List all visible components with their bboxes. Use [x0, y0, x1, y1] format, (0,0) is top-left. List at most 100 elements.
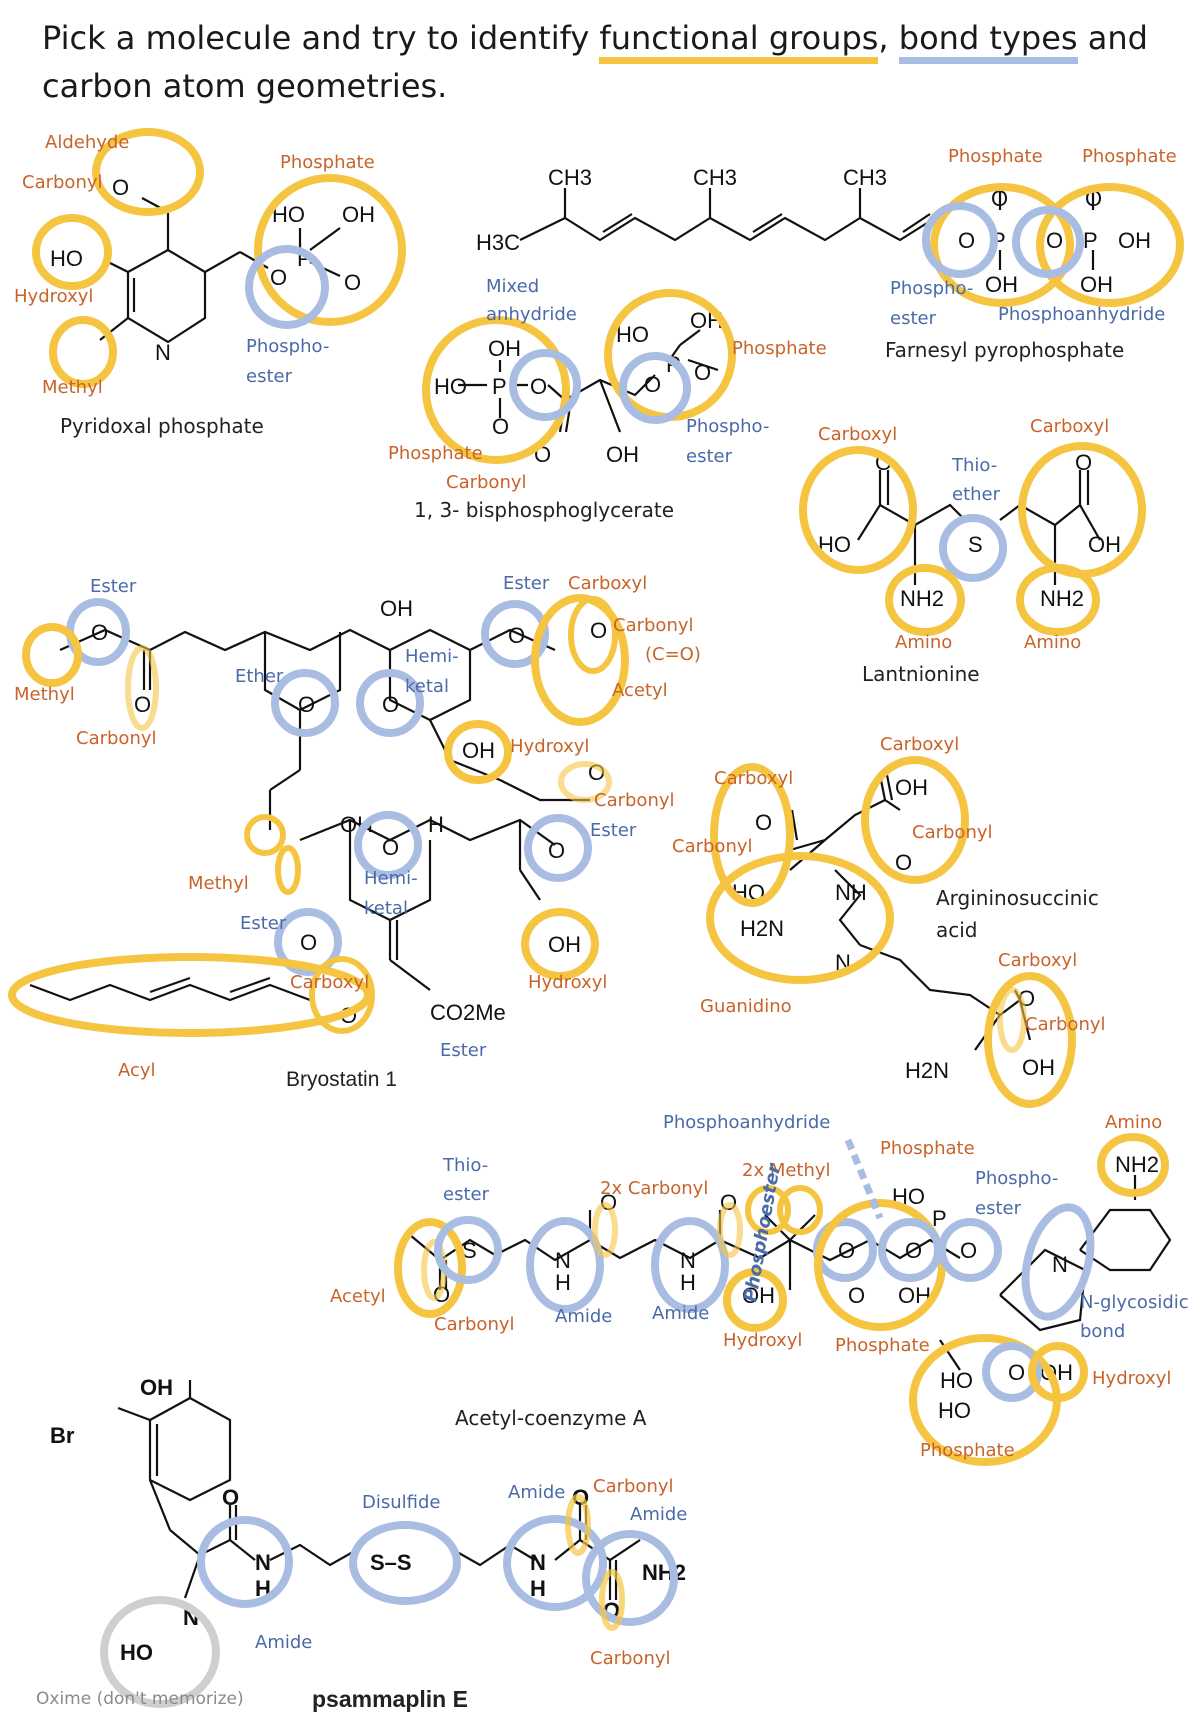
atom-n: N	[555, 1248, 571, 1273]
atom-nh2: NH2	[900, 586, 944, 611]
fg-ellipse	[254, 174, 406, 326]
label-phosphoanhydride: Phosphoanhydride	[998, 304, 1166, 325]
label-thioether-2: ether	[952, 484, 1001, 505]
label-thioester: Thio-	[443, 1155, 489, 1176]
label-disulfide: Disulfide	[362, 1492, 441, 1513]
fg-ellipse	[1036, 183, 1184, 307]
atom-oh: OH	[380, 596, 413, 621]
atom-o: O	[905, 1238, 922, 1263]
molecule-name-bpg: 1, 3- bisphosphoglycerate	[414, 498, 675, 522]
lanthionine-skeleton	[857, 470, 1101, 585]
label-amino: Amino	[1024, 632, 1082, 653]
label-ester: Ester	[440, 1040, 487, 1061]
fg-ellipse	[861, 756, 969, 884]
atom-oh: OH	[985, 272, 1018, 297]
fg-ellipse	[92, 128, 204, 216]
atom-ss: S–S	[370, 1550, 412, 1575]
atom-o: O	[300, 930, 317, 955]
atom-o: O	[1075, 450, 1092, 475]
label-phosphate: Phosphate	[280, 152, 375, 173]
atom-p: P	[932, 1206, 947, 1231]
label-phosphate: Phosphate	[1082, 146, 1177, 167]
label-2x-carbonyl: 2x Carbonyl	[600, 1178, 709, 1199]
atom-oh: OH	[742, 1283, 775, 1308]
label-phosphoester-2: ester	[246, 366, 292, 387]
fg-ellipse	[885, 564, 965, 636]
atom-oh: OH	[606, 442, 639, 467]
bt-ellipse	[245, 245, 329, 329]
atom-o: O	[492, 414, 509, 439]
label-thioether: Thio-	[952, 455, 998, 476]
label-ester: Ester	[503, 573, 550, 594]
molecule-name-arginino-2: acid	[936, 918, 978, 942]
label-thioester-2: ester	[443, 1184, 489, 1205]
label-ester: Ester	[590, 820, 637, 841]
label-hydroxyl: Hydroxyl	[510, 736, 590, 757]
atom-o: O	[755, 810, 772, 835]
atom-n: N	[155, 340, 171, 365]
atom-ho: HO	[120, 1640, 153, 1665]
bt-ellipse	[526, 1217, 604, 1313]
title-bond-types: bond types	[898, 19, 1078, 64]
label-phosphoester-2: ester	[975, 1198, 1021, 1219]
bt-ellipse	[922, 202, 998, 278]
label-hemiketal-2: ketal	[364, 898, 408, 919]
label-phosphate: Phosphate	[880, 1138, 975, 1159]
label-carboxyl: Carboxyl	[290, 972, 370, 993]
fg-ellipse	[49, 316, 117, 388]
atom-oh: OH	[488, 336, 521, 361]
label-hydroxyl: Hydroxyl	[14, 286, 94, 307]
label-amide: Amide	[630, 1504, 688, 1525]
label-mixed-anhydride-2: anhydride	[486, 304, 577, 325]
atom-o: O	[1046, 228, 1063, 253]
molecule-name-farnesyl: Farnesyl pyrophosphate	[885, 338, 1125, 362]
bt-ellipse	[274, 908, 342, 976]
atom-oh: OH	[342, 202, 375, 227]
atom-n: N	[255, 1550, 271, 1575]
atom-nh2: NH2	[642, 1560, 686, 1585]
atom-br: Br	[50, 1423, 75, 1448]
label-n-glycosidic: N-glycosidic	[1080, 1292, 1189, 1313]
atom-o: O	[298, 692, 315, 717]
label-carboxyl: Carboxyl	[880, 734, 960, 755]
fg-ellipse	[394, 1218, 466, 1318]
molecule-name-bryostatin: Bryostatin 1	[286, 1068, 397, 1091]
atom-oh: OH	[462, 738, 495, 763]
fg-ellipse	[1028, 1342, 1088, 1402]
label-carbonyl: Carbonyl	[590, 1648, 671, 1669]
atom-o: O	[91, 620, 108, 645]
atom-co2me: CO2Me	[430, 1000, 506, 1025]
label-ester: Ester	[90, 576, 137, 597]
label-amide: Amide	[652, 1303, 710, 1324]
label-mixed-anhydride: Mixed	[486, 276, 540, 297]
label-amide: Amide	[508, 1482, 566, 1503]
bpg-skeleton	[458, 329, 719, 433]
atom-oh: OH	[1080, 272, 1113, 297]
label-carboxyl: Carboxyl	[1030, 416, 1110, 437]
label-phosphoester: Phospho-	[686, 416, 770, 437]
atom-h: H	[680, 1270, 696, 1295]
bt-ellipse	[1021, 1203, 1095, 1321]
atom-o: O	[960, 1238, 977, 1263]
label-phosphoester: Phospho-	[890, 278, 974, 299]
title-sep: ,	[878, 19, 899, 57]
bt-ellipse	[524, 814, 592, 882]
atom-o: O	[895, 850, 912, 875]
atom-nh2: NH2	[1040, 586, 1084, 611]
atom-o: O	[134, 692, 151, 717]
atom-h2n: H2N	[905, 1058, 949, 1083]
atom-o: O	[590, 618, 607, 643]
fg-ellipse	[799, 446, 917, 574]
label-hydroxyl: Hydroxyl	[1092, 1368, 1172, 1389]
atom-p: P	[1083, 228, 1098, 253]
bt-ellipse	[197, 1516, 293, 1608]
atom-oh: OH	[1118, 228, 1151, 253]
bt-ellipse	[938, 1218, 1002, 1282]
label-amino: Amino	[1105, 1112, 1163, 1133]
atom-oh: OH	[140, 1375, 173, 1400]
atom-o: O	[530, 374, 547, 399]
label-amide: Amide	[555, 1306, 613, 1327]
fg-ellipse	[1097, 1133, 1169, 1197]
label-n-glycosidic-2: bond	[1080, 1321, 1126, 1342]
